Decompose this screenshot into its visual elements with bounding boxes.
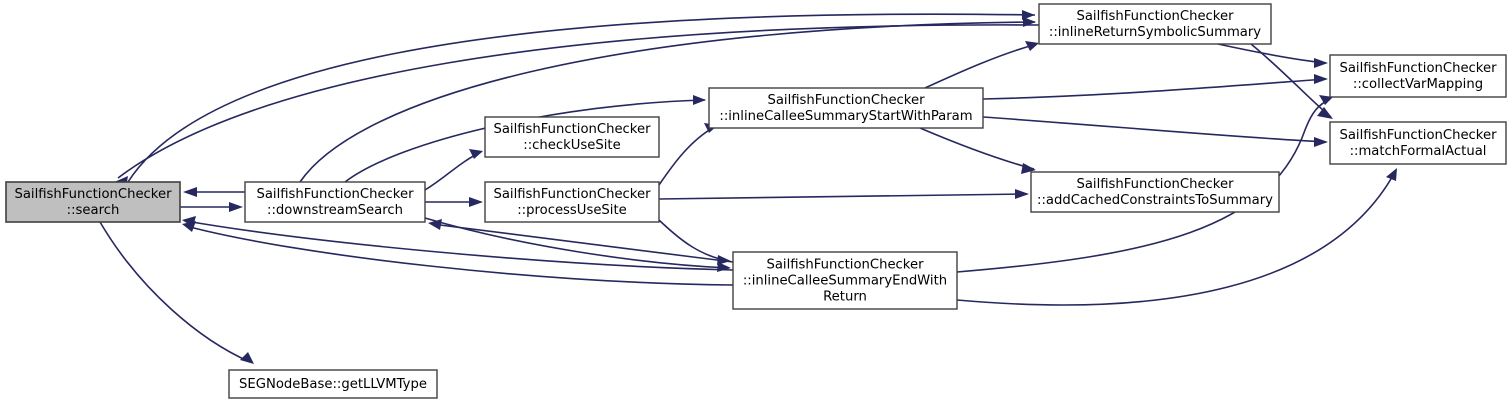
arrow-head xyxy=(1314,137,1328,147)
node-box-addCachedConstraintsToSummary[interactable] xyxy=(1030,171,1280,213)
node-search[interactable]: SailfishFunctionChecker::search xyxy=(5,181,181,223)
edge-downstreamSearch-to-checkUseSite xyxy=(424,151,482,191)
node-label-checkUseSite: SailfishFunctionChecker xyxy=(493,122,651,137)
edge-inlineCalleeSummaryEndWithReturn-to-downstreamSearch xyxy=(431,223,734,263)
node-box-search[interactable] xyxy=(5,181,181,223)
node-label-processUseSite: ::processUseSite xyxy=(517,203,627,218)
node-label-downstreamSearch: ::downstreamSearch xyxy=(267,203,403,218)
arrow-head xyxy=(717,255,731,265)
arrow-head xyxy=(229,202,243,212)
edge-processUseSite-to-inlineCalleeSummaryStartWithParam xyxy=(658,125,717,186)
node-box-inlineCalleeSummaryEndWithReturn[interactable] xyxy=(732,251,958,310)
node-box-downstreamSearch[interactable] xyxy=(244,181,426,223)
node-processUseSite[interactable]: SailfishFunctionChecker::processUseSite xyxy=(484,181,660,223)
arrow-head xyxy=(240,352,254,364)
edge-layer xyxy=(99,10,1397,364)
edge-inlineCalleeSummaryStartWithParam-to-matchFormalActual xyxy=(982,116,1327,143)
arrow-head xyxy=(428,219,442,230)
edge-inlineCalleeSummaryEndWithReturn-to-search-alt xyxy=(185,220,734,271)
edge-inlineCalleeSummaryEndWithReturn-to-matchFormalActual xyxy=(956,171,1396,306)
node-label-inlineCalleeSummaryEndWithReturn: SailfishFunctionChecker xyxy=(766,258,924,273)
arrow-head xyxy=(693,95,706,105)
node-label-search: ::search xyxy=(67,203,120,218)
edge-inlineCalleeSummaryStartWithParam-to-inlineReturnSymbolicSummary xyxy=(924,43,1038,89)
node-layer: SailfishFunctionChecker::searchSailfishF… xyxy=(5,3,1507,399)
arrow-head xyxy=(1025,41,1039,51)
node-box-inlineCalleeSummaryStartWithParam[interactable] xyxy=(708,87,984,129)
node-label-getLLVMType: SEGNodeBase::getLLVMType xyxy=(239,377,427,392)
node-label-addCachedConstraintsToSummary: ::addCachedConstraintsToSummary xyxy=(1037,193,1273,208)
arrow-head xyxy=(1314,58,1328,68)
node-box-inlineReturnSymbolicSummary[interactable] xyxy=(1038,3,1272,45)
arrow-head xyxy=(1021,163,1036,174)
arrow-head xyxy=(469,149,483,159)
node-box-getLLVMType[interactable] xyxy=(228,369,438,399)
edge-processUseSite-to-addCachedConstraintsToSummary xyxy=(658,193,1028,200)
node-box-collectVarMapping[interactable] xyxy=(1329,54,1507,98)
node-collectVarMapping[interactable]: SailfishFunctionChecker::collectVarMappi… xyxy=(1329,54,1507,98)
arrow-head xyxy=(1023,17,1036,27)
node-label-inlineCalleeSummaryStartWithParam: ::inlineCalleeSummaryStartWithParam xyxy=(719,109,972,124)
edge-downstreamSearch-to-inlineReturnSymbolicSummary xyxy=(299,21,1036,183)
node-label-inlineReturnSymbolicSummary: SailfishFunctionChecker xyxy=(1076,9,1234,24)
node-inlineReturnSymbolicSummary[interactable]: SailfishFunctionChecker::inlineReturnSym… xyxy=(1038,3,1272,45)
arrow-head xyxy=(469,197,483,207)
node-box-checkUseSite[interactable] xyxy=(484,116,660,158)
node-label-inlineReturnSymbolicSummary: ::inlineReturnSymbolicSummary xyxy=(1049,25,1261,40)
node-label-matchFormalActual: SailfishFunctionChecker xyxy=(1339,128,1497,143)
edge-inlineCalleeSummaryEndWithReturn-to-search xyxy=(185,225,734,286)
arrow-head xyxy=(1015,189,1029,199)
node-label-matchFormalActual: ::matchFormalActual xyxy=(1350,144,1487,159)
arrow-head xyxy=(1317,107,1333,119)
edge-inlineCalleeSummaryStartWithParam-to-addCachedConstraintsToSummary xyxy=(919,127,1035,170)
edge-search-to-getLLVMType xyxy=(99,221,251,363)
arrow-head xyxy=(1022,10,1035,20)
edge-inlineReturnSymbolicSummary-to-collectVarMapping xyxy=(1217,43,1327,64)
node-label-collectVarMapping: ::collectVarMapping xyxy=(1353,77,1483,92)
arrow-head xyxy=(182,216,196,227)
edge-processUseSite-to-inlineCalleeSummaryEndWithReturn xyxy=(658,219,730,262)
arrow-head xyxy=(1386,168,1397,181)
node-inlineCalleeSummaryStartWithParam[interactable]: SailfishFunctionChecker::inlineCalleeSum… xyxy=(708,87,984,129)
node-label-collectVarMapping: SailfishFunctionChecker xyxy=(1339,61,1497,76)
node-label-inlineCalleeSummaryEndWithReturn: Return xyxy=(823,290,867,305)
node-label-downstreamSearch: SailfishFunctionChecker xyxy=(256,187,414,202)
arrow-head xyxy=(183,187,197,197)
node-box-processUseSite[interactable] xyxy=(484,181,660,223)
node-label-inlineCalleeSummaryEndWithReturn: ::inlineCalleeSummaryEndWith xyxy=(743,274,947,289)
node-label-addCachedConstraintsToSummary: SailfishFunctionChecker xyxy=(1076,177,1234,192)
node-addCachedConstraintsToSummary[interactable]: SailfishFunctionChecker::addCachedConstr… xyxy=(1030,171,1280,213)
node-label-processUseSite: SailfishFunctionChecker xyxy=(493,187,651,202)
node-label-checkUseSite: ::checkUseSite xyxy=(523,138,620,153)
node-downstreamSearch[interactable]: SailfishFunctionChecker::downstreamSearc… xyxy=(244,181,426,223)
arrow-head xyxy=(1314,74,1328,84)
node-matchFormalActual[interactable]: SailfishFunctionChecker::matchFormalActu… xyxy=(1329,121,1507,165)
node-label-search: SailfishFunctionChecker xyxy=(14,187,172,202)
edge-inlineReturnSymbolicSummary-to-search xyxy=(117,24,1040,179)
node-label-inlineCalleeSummaryStartWithParam: SailfishFunctionChecker xyxy=(767,93,925,108)
node-getLLVMType[interactable]: SEGNodeBase::getLLVMType xyxy=(228,369,438,399)
node-box-matchFormalActual[interactable] xyxy=(1329,121,1507,165)
edge-inlineCalleeSummaryStartWithParam-to-collectVarMapping xyxy=(982,78,1327,100)
edge-search-to-inlineReturnSymbolicSummary xyxy=(127,13,1036,183)
node-checkUseSite[interactable]: SailfishFunctionChecker::checkUseSite xyxy=(484,116,660,158)
node-inlineCalleeSummaryEndWithReturn[interactable]: SailfishFunctionChecker::inlineCalleeSum… xyxy=(732,251,958,310)
